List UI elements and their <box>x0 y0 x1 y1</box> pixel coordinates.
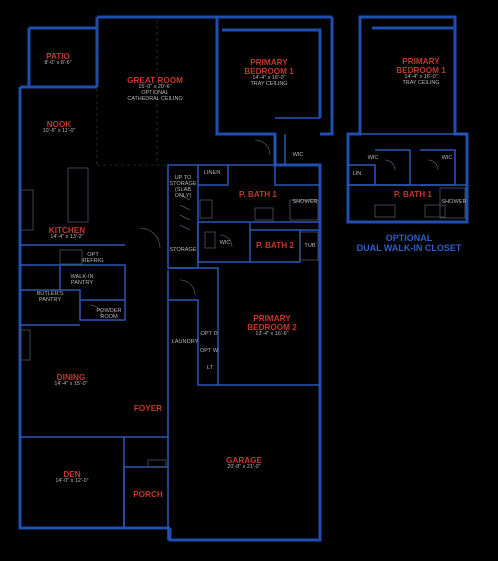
inset-caption-line-1: OPTIONAL <box>385 233 433 243</box>
room-porch: PORCH <box>133 490 163 499</box>
room-name: DINING <box>56 373 86 382</box>
label-tub: TUB <box>304 243 316 249</box>
room-name: PRIMARY <box>250 58 288 67</box>
room-name: KITCHEN <box>48 226 86 235</box>
room-name: GARAGE <box>226 456 262 465</box>
exterior-walls <box>18 15 334 542</box>
room-note: TRAY CEILING <box>402 79 440 86</box>
room-dimensions: 10'-6" x 11'-0" <box>42 128 76 135</box>
label-powder-room: POWDER ROOM <box>96 308 122 321</box>
label-wic-2: WIC <box>219 240 231 246</box>
inset-label-wic-left: WIC <box>367 155 379 161</box>
inset-caption-line-2: DUAL WALK-IN CLOSET <box>356 242 462 253</box>
inset-room-p-bath-1: P. BATH 1 <box>394 190 432 199</box>
room-garage: GARAGE 20'-8" x 21'-0" <box>226 456 262 471</box>
room-dimensions: 15'-0" x 20'-6" <box>138 84 172 91</box>
label-opt-w: OPT W <box>199 348 219 354</box>
room-primary-bedroom-2: PRIMARY BEDROOM 2 13'-4" x 16'-6" <box>247 314 297 338</box>
room-note: OPTIONAL <box>141 89 169 96</box>
label-up-to-storage: UP TO STORAGE (SLAB ONLY) <box>169 175 197 200</box>
room-p-bath-2: P. BATH 2 <box>256 241 294 250</box>
room-name: PATIO <box>46 52 70 61</box>
room-name: PRIMARY <box>402 57 440 66</box>
inset-label-shower: SHOWER <box>441 199 467 205</box>
label-butlers-pantry: BUTLER'S PANTRY <box>36 291 64 304</box>
inset-walls <box>346 15 469 224</box>
label-storage: STORAGE <box>169 247 197 253</box>
room-name: NOOK <box>46 120 72 129</box>
fixtures <box>19 17 319 468</box>
label-lt: LT <box>206 365 214 371</box>
room-dimensions: 14'-4" x 16'-0" <box>252 75 286 82</box>
room-name: BEDROOM 1 <box>244 67 294 77</box>
room-dimensions: 14'-4" x 16'-0" <box>404 74 438 81</box>
room-den: DEN 14'-0" x 12'-0" <box>55 470 88 485</box>
room-great-room: GREAT ROOM 15'-0" x 20'-6" OPTIONAL CATH… <box>127 76 183 103</box>
room-patio: PATIO 8'-0" x 8'-6" <box>44 52 71 67</box>
room-dimensions: 14'-4" x 15'-0" <box>54 381 88 388</box>
room-dimensions: 13'-4" x 16'-6" <box>255 331 289 338</box>
interior-walls <box>20 117 320 540</box>
room-p-bath-1: P. BATH 1 <box>239 190 277 199</box>
room-dimensions: 20'-8" x 21'-0" <box>227 464 261 471</box>
label-wic: WIC <box>292 152 304 158</box>
room-dimensions: 14'-4" x 13'-2" <box>50 234 84 241</box>
room-dimensions: 8'-0" x 8'-6" <box>44 60 72 67</box>
inset-label-wic-right: WIC <box>441 155 453 161</box>
inset-caption: OPTIONAL DUAL WALK-IN CLOSET <box>356 233 462 254</box>
room-name: DEN <box>63 470 81 479</box>
label-opt-d: OPT D <box>200 331 218 337</box>
inset-room-primary-bedroom-1: PRIMARY BEDROOM 1 14'-4" x 16'-0" TRAY C… <box>396 57 446 87</box>
room-name: BEDROOM 1 <box>396 66 446 76</box>
room-primary-bedroom-1: PRIMARY BEDROOM 1 14'-4" x 16'-0" TRAY C… <box>244 58 294 88</box>
room-dining: DINING 14'-4" x 15'-0" <box>54 373 87 388</box>
inset-label-lin: LIN <box>352 171 362 177</box>
room-name: BEDROOM 2 <box>247 323 297 333</box>
room-name: PRIMARY <box>253 314 291 323</box>
room-note: CATHEDRAL CEILING <box>127 95 183 102</box>
label-linen: LINEN <box>203 170 221 176</box>
label-shower: SHOWER <box>292 199 318 205</box>
room-nook: NOOK 10'-6" x 11'-0" <box>43 120 76 135</box>
label-laundry: LAUNDRY <box>171 339 199 345</box>
room-kitchen: KITCHEN 14'-4" x 13'-2" <box>49 226 85 241</box>
label-opt-refrig: OPT REFRIG <box>82 252 104 265</box>
room-foyer: FOYER <box>133 404 163 413</box>
label-walk-in-pantry: WALK-IN PANTRY <box>70 274 94 287</box>
room-dimensions: 14'-0" x 12'-0" <box>55 478 89 485</box>
room-name: GREAT ROOM <box>127 76 183 85</box>
room-note: TRAY CEILING <box>250 80 288 87</box>
